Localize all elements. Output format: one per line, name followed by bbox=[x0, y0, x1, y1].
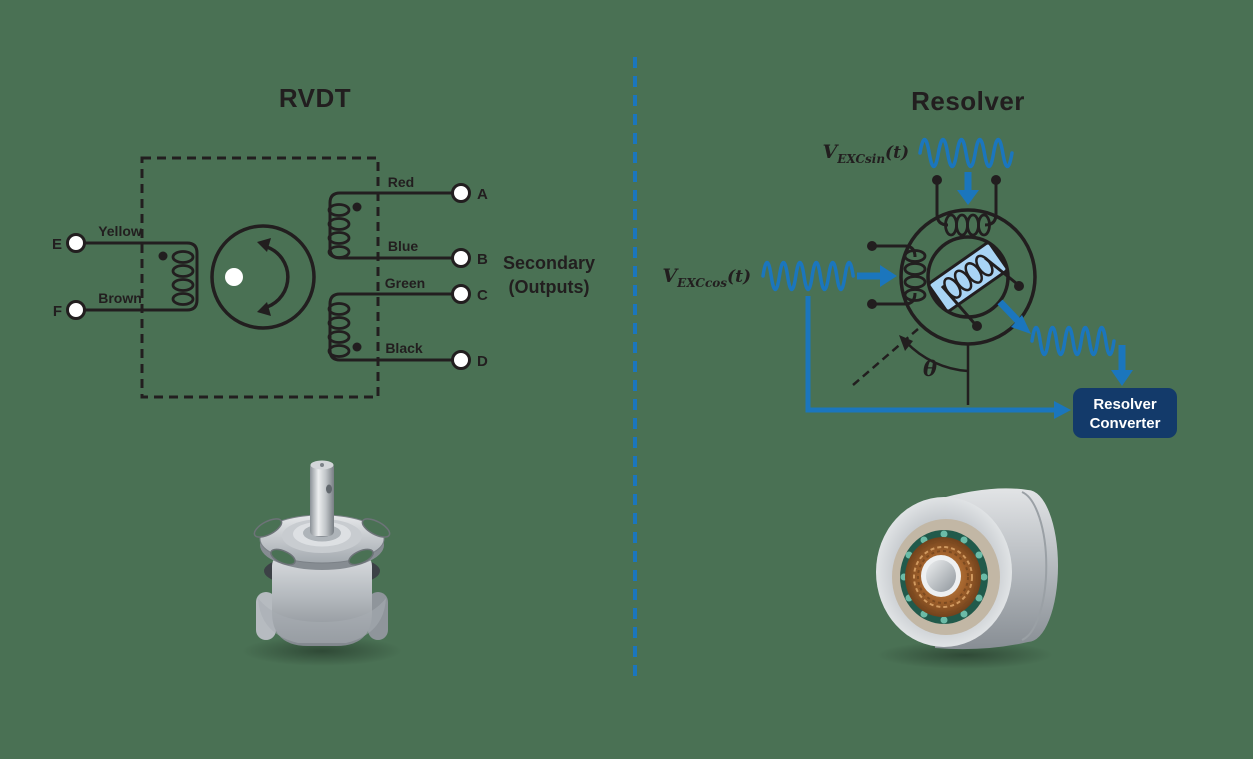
wire-black-label: Black bbox=[385, 340, 423, 356]
rotor-output-arrow-head bbox=[1011, 315, 1031, 334]
converter-label-1: Resolver bbox=[1093, 396, 1157, 413]
rotor-output-arrow-shaft bbox=[997, 299, 1023, 326]
resolver-photo-winding-texture bbox=[908, 540, 978, 614]
terminal-e-label: E bbox=[52, 236, 62, 253]
stator-cos-dot-bottom bbox=[867, 299, 877, 309]
rotor-dot-right bbox=[1014, 281, 1024, 291]
output-arrow-head bbox=[1111, 370, 1133, 386]
rvdt-rotor-pivot bbox=[225, 268, 243, 286]
resolver-rotor bbox=[927, 241, 1009, 313]
resolver-converter-box bbox=[1073, 388, 1177, 438]
stator-sin-coil bbox=[944, 213, 991, 237]
excitation-feed-arrow-head bbox=[1054, 401, 1071, 419]
resolver-photo-lamination-dots bbox=[900, 530, 988, 624]
terminal-d-label: D bbox=[477, 353, 488, 370]
stator-sin-dot-right bbox=[991, 175, 1001, 185]
sin-excitation-wave bbox=[918, 137, 1014, 169]
stator-cos-coil bbox=[903, 249, 927, 302]
terminal-f-label: F bbox=[53, 303, 62, 320]
rotation-arrowhead-top bbox=[257, 238, 271, 252]
terminal-d bbox=[451, 350, 471, 370]
v-exc-sin-label: VEXCsin(t) bbox=[822, 141, 909, 166]
rotor-lead-right bbox=[984, 256, 1017, 285]
wire-yellow-label: Yellow bbox=[98, 223, 142, 239]
wire-red-label: Red bbox=[388, 174, 414, 190]
rvdt-schematic: RVDT E F Yellow Brown bbox=[52, 83, 595, 399]
secondary1-coil bbox=[327, 203, 351, 259]
rotation-arrowhead-bottom bbox=[257, 302, 271, 316]
terminal-f bbox=[66, 300, 86, 320]
theta-label: θ bbox=[923, 356, 937, 381]
cos-excitation-wave bbox=[761, 260, 855, 292]
rotor-dot-left bbox=[972, 321, 982, 331]
excitation-feed-line bbox=[805, 296, 1056, 413]
converter-label-2: Converter bbox=[1090, 415, 1161, 432]
terminal-c-label: C bbox=[477, 287, 488, 304]
terminal-a bbox=[451, 183, 471, 203]
terminal-c bbox=[451, 284, 471, 304]
sin-arrow-head bbox=[957, 190, 979, 205]
terminal-b bbox=[451, 248, 471, 268]
primary-phase-dot bbox=[158, 251, 168, 261]
cos-arrow-head bbox=[880, 265, 897, 287]
terminal-a-label: A bbox=[477, 186, 488, 203]
rotation-arc bbox=[266, 245, 290, 309]
stator-cos-lead-top bbox=[876, 244, 917, 258]
secondary-outputs-label-2: (Outputs) bbox=[509, 277, 590, 297]
rvdt-housing-outline bbox=[140, 156, 380, 399]
resolver-photo bbox=[876, 488, 1058, 669]
rotor-axis-dashed-line bbox=[852, 328, 919, 386]
primary-winding-bracket bbox=[84, 241, 199, 312]
resolver-schematic: Resolver VEXCsin(t) VEXCcos(t) bbox=[662, 86, 1177, 438]
secondary2-coil bbox=[327, 302, 351, 358]
rotor-lead-left bbox=[940, 285, 976, 324]
terminal-b-label: B bbox=[477, 251, 488, 268]
terminal-e bbox=[66, 233, 86, 253]
theta-arc-arrowhead bbox=[899, 335, 913, 351]
rvdt-rotor-circle bbox=[210, 224, 316, 330]
secondary1-phase-dot bbox=[352, 202, 362, 212]
resolver-title: Resolver bbox=[911, 86, 1025, 116]
stator-sin-dot-left bbox=[932, 175, 942, 185]
theta-arc bbox=[905, 341, 969, 373]
wire-green-label: Green bbox=[385, 275, 425, 291]
wire-blue-label: Blue bbox=[388, 238, 419, 254]
rvdt-photo bbox=[242, 460, 402, 666]
secondary2-phase-dot bbox=[352, 342, 362, 352]
rvdt-title: RVDT bbox=[279, 83, 351, 113]
primary-coil bbox=[171, 250, 195, 306]
secondary-outputs-label-1: Secondary bbox=[503, 253, 595, 273]
wire-brown-label: Brown bbox=[98, 290, 142, 306]
stator-sin-lead-right bbox=[984, 184, 998, 227]
output-wave bbox=[1030, 325, 1116, 357]
v-exc-cos-label: VEXCcos(t) bbox=[662, 265, 751, 290]
stator-cos-dot-top bbox=[867, 241, 877, 251]
